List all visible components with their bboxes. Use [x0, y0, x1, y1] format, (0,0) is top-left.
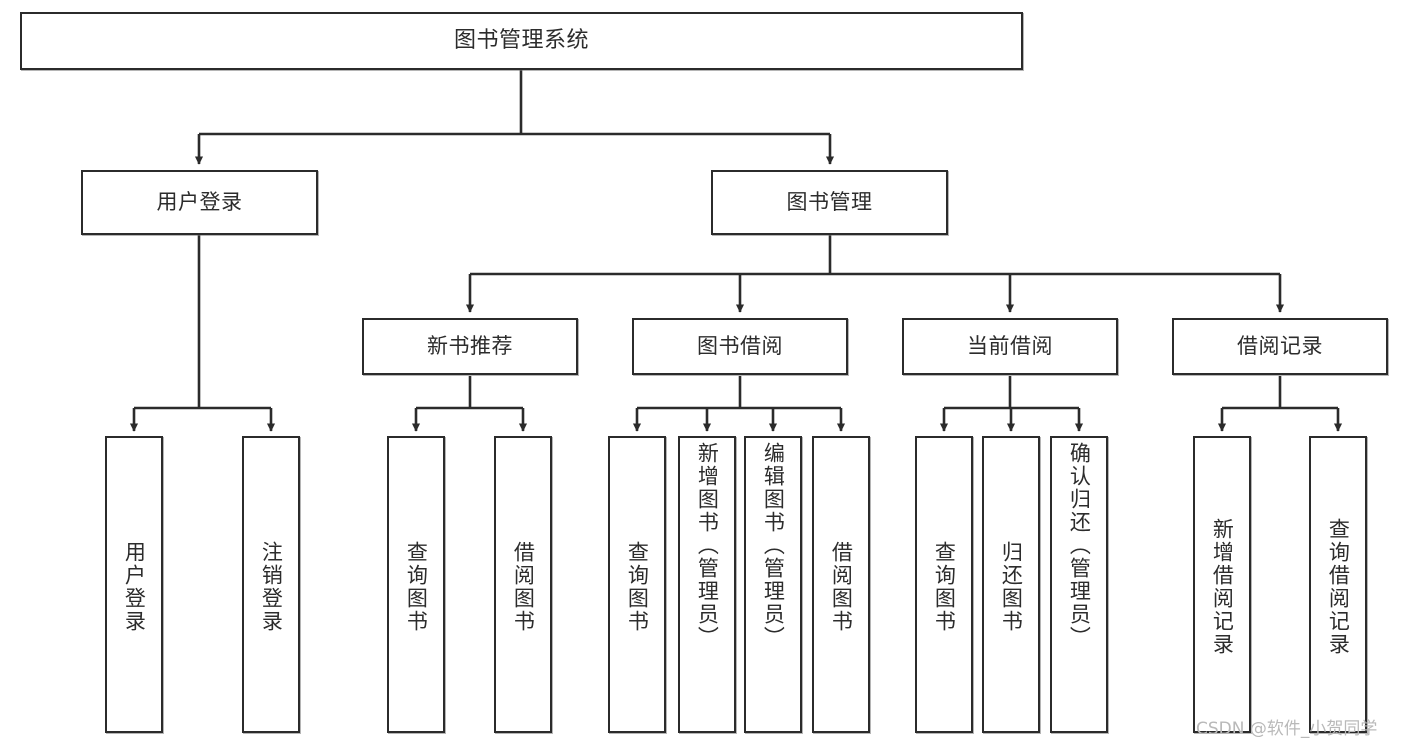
node-borrow-record-label: 借阅记录 — [1237, 333, 1323, 358]
node-leaf-borrow-book-1[interactable]: 借阅图书 — [494, 436, 552, 733]
node-leaf-user-login[interactable]: 用户登录 — [105, 436, 163, 733]
node-book-manage[interactable]: 图书管理 — [711, 170, 948, 235]
node-new-book-rec-label: 新书推荐 — [427, 333, 513, 358]
node-leaf-add-book-label: 新增图书（管理员） — [695, 442, 720, 649]
csdn-watermark: CSDN @软件_小贺同学 — [1196, 719, 1378, 739]
node-leaf-query-book-3[interactable]: 查询图书 — [915, 436, 973, 733]
node-leaf-query-book-3-label: 查询图书 — [932, 540, 957, 633]
node-root[interactable]: 图书管理系统 — [20, 12, 1023, 70]
node-book-manage-label: 图书管理 — [786, 189, 873, 214]
node-leaf-user-login-label: 用户登录 — [122, 540, 147, 633]
node-book-borrow-label: 图书借阅 — [697, 333, 783, 358]
node-leaf-borrow-book-1-label: 借阅图书 — [511, 540, 536, 633]
node-leaf-confirm-return[interactable]: 确认归还（管理员） — [1050, 436, 1108, 733]
node-leaf-query-book-2-label: 查询图书 — [625, 540, 650, 633]
node-borrow-record[interactable]: 借阅记录 — [1172, 318, 1388, 375]
node-leaf-edit-book[interactable]: 编辑图书（管理员） — [744, 436, 802, 733]
node-current-borrow[interactable]: 当前借阅 — [902, 318, 1118, 375]
node-leaf-return-book-label: 归还图书 — [999, 540, 1024, 633]
node-leaf-query-book-2[interactable]: 查询图书 — [608, 436, 666, 733]
node-current-borrow-label: 当前借阅 — [967, 333, 1053, 358]
node-leaf-borrow-book-2-label: 借阅图书 — [829, 540, 854, 633]
node-leaf-query-book-1-label: 查询图书 — [404, 540, 429, 633]
node-book-borrow[interactable]: 图书借阅 — [632, 318, 848, 375]
node-leaf-query-book-1[interactable]: 查询图书 — [387, 436, 445, 733]
node-user-login[interactable]: 用户登录 — [81, 170, 318, 235]
node-leaf-add-book[interactable]: 新增图书（管理员） — [678, 436, 736, 733]
node-leaf-return-book[interactable]: 归还图书 — [982, 436, 1040, 733]
node-root-label: 图书管理系统 — [453, 27, 589, 53]
node-leaf-add-record[interactable]: 新增借阅记录 — [1193, 436, 1251, 733]
node-leaf-add-record-label: 新增借阅记录 — [1210, 517, 1235, 656]
node-leaf-confirm-return-label: 确认归还（管理员） — [1067, 442, 1092, 649]
node-user-login-label: 用户登录 — [156, 189, 243, 214]
node-leaf-logout[interactable]: 注销登录 — [242, 436, 300, 733]
node-leaf-query-record-label: 查询借阅记录 — [1326, 517, 1351, 656]
node-leaf-edit-book-label: 编辑图书（管理员） — [761, 442, 786, 649]
node-new-book-rec[interactable]: 新书推荐 — [362, 318, 578, 375]
node-leaf-logout-label: 注销登录 — [259, 540, 284, 633]
node-leaf-borrow-book-2[interactable]: 借阅图书 — [812, 436, 870, 733]
node-leaf-query-record[interactable]: 查询借阅记录 — [1309, 436, 1367, 733]
